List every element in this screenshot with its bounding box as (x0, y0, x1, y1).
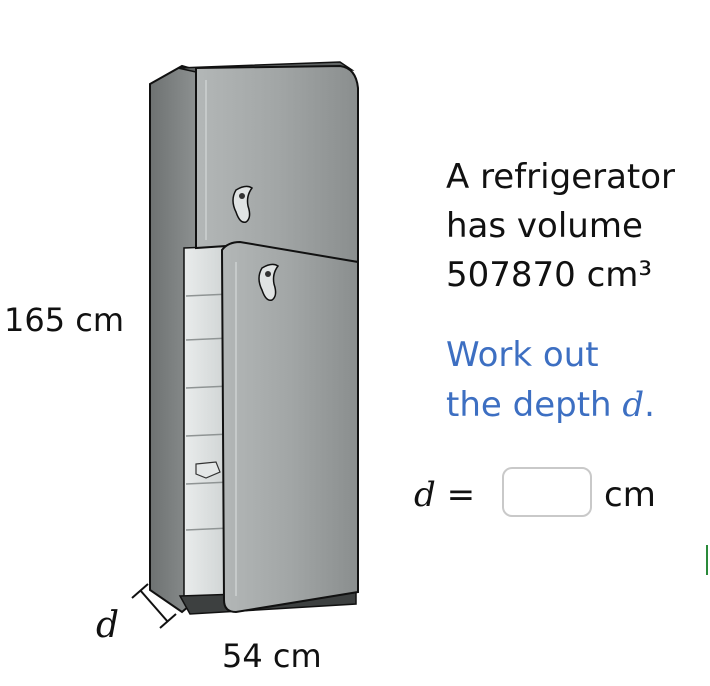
fridge-handle-icon (258, 263, 280, 302)
answer-variable: d (414, 475, 436, 515)
answer-equals: = (446, 475, 476, 515)
answer-unit: cm (604, 475, 656, 515)
height-label: 165 cm (4, 301, 125, 339)
prompt-line-2-text: the depth (446, 385, 623, 425)
problem-line-3: 507870 cm³ (446, 255, 653, 295)
width-label: 54 cm (222, 637, 322, 675)
problem-line-1: A refrigerator (446, 157, 676, 197)
fridge-door (220, 240, 359, 614)
freezer-handle-icon (232, 185, 254, 224)
prompt-line-2: the depth d. (446, 388, 655, 422)
depth-dimension-marker (131, 583, 177, 629)
problem-line-2: has volume (446, 206, 643, 246)
fridge-inner-item (195, 461, 221, 479)
prompt-line-1: Work out (446, 335, 599, 375)
depth-label: d (96, 605, 120, 646)
prompt-period: . (644, 385, 655, 425)
freezer-door (195, 64, 359, 264)
prompt-variable: d (622, 385, 645, 425)
answer-equation: d = (414, 478, 475, 512)
answer-input[interactable] (502, 467, 592, 517)
edge-marker (706, 545, 708, 575)
